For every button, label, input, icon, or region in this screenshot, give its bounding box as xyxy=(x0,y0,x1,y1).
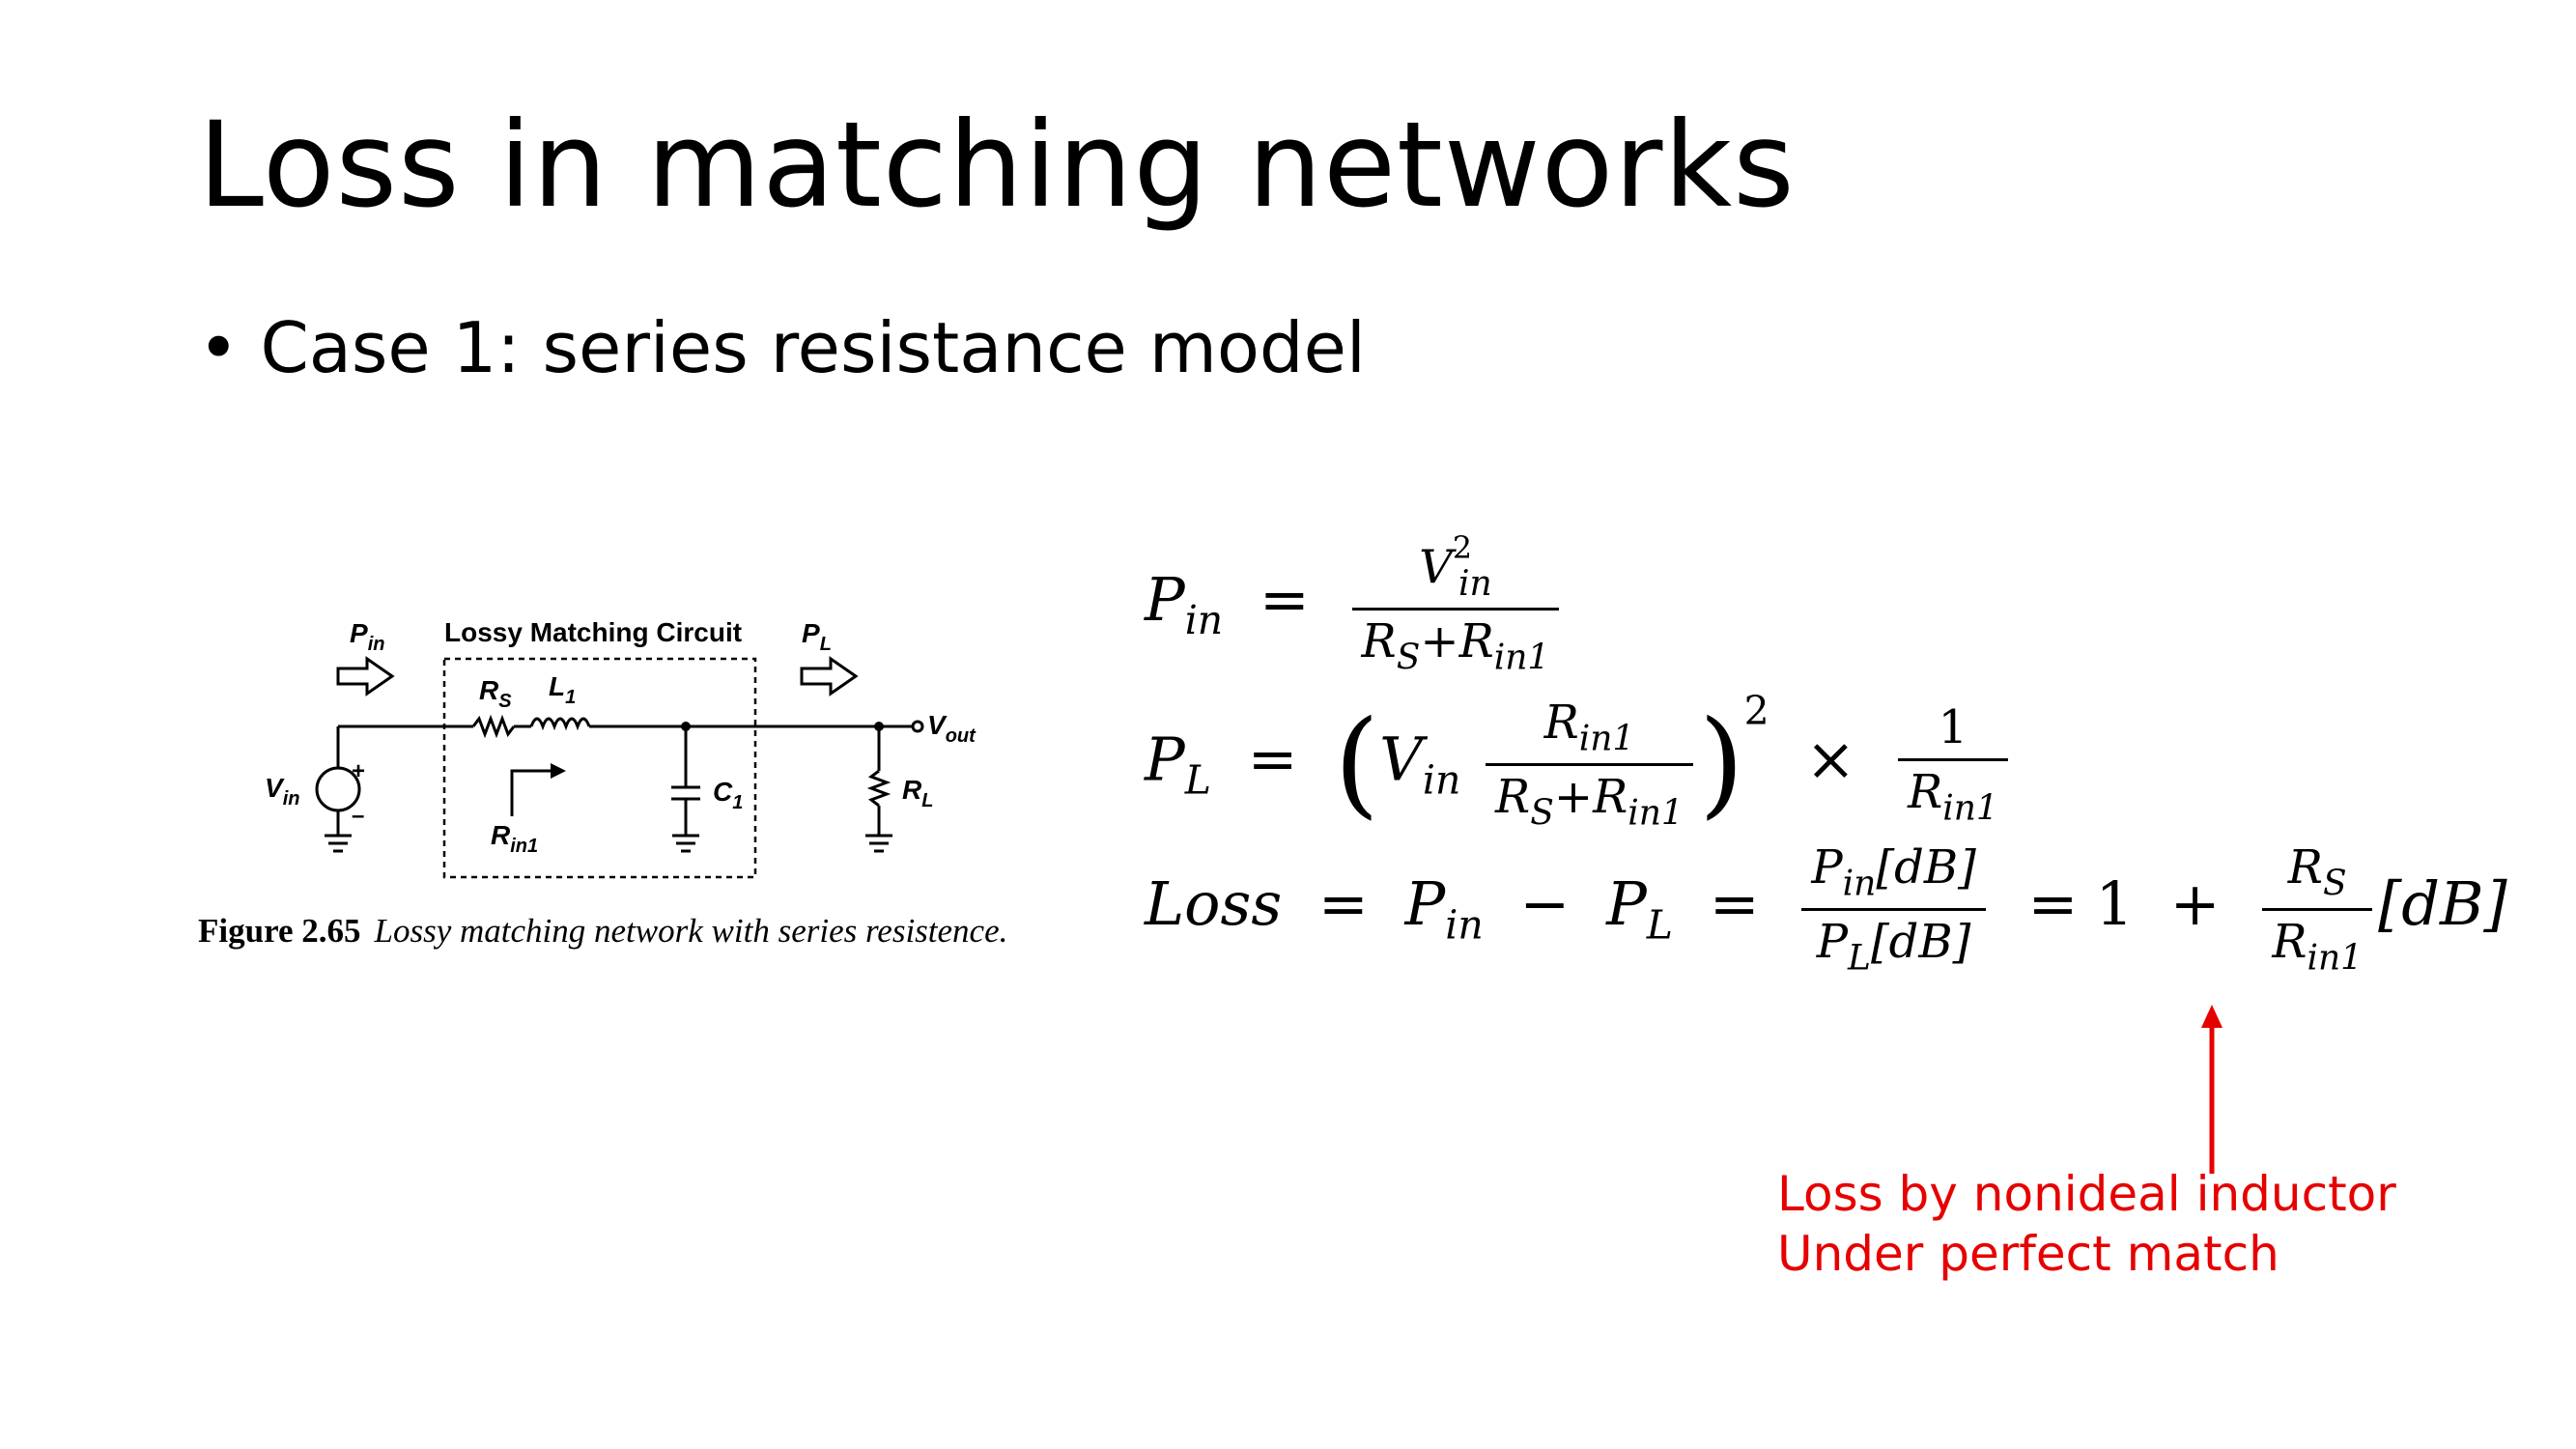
resistor-rl xyxy=(866,769,892,808)
label-pin: Pin xyxy=(350,618,384,655)
figure-caption: Figure 2.65 Lossy matching network with s… xyxy=(198,912,1007,951)
bullet-item: •Case 1: series resistance model xyxy=(198,307,1366,388)
circuit-diagram: Pin Lossy Matching Circuit PL RS L1 Vout… xyxy=(265,617,977,879)
bullet-text: Case 1: series resistance model xyxy=(260,307,1366,388)
resistor-rs xyxy=(471,714,516,739)
annotation-line-2: Under perfect match xyxy=(1777,1226,2279,1282)
label-plus: + xyxy=(352,758,365,784)
label-minus: – xyxy=(352,803,364,829)
label-pl: PL xyxy=(802,618,832,655)
label-l1: L1 xyxy=(549,671,576,708)
label-rin1: Rin1 xyxy=(491,820,538,857)
label-vout: Vout xyxy=(927,710,977,747)
matching-box xyxy=(442,657,757,879)
label-rl: RL xyxy=(902,775,933,811)
pin-arrow-icon xyxy=(336,656,395,696)
equation-loss: Loss = Pin − PL = Pin[dB] PL[dB] =1 + RS… xyxy=(1145,840,2507,979)
caption-number: Figure 2.65 xyxy=(198,912,361,950)
pl-arrow-icon xyxy=(800,656,859,696)
label-box-title: Lossy Matching Circuit xyxy=(444,617,742,647)
equation-pl: PL = (Vin Rin1 RS+Rin1 )2 × 1 Rin1 xyxy=(1145,688,2014,833)
inductor-l1 xyxy=(529,717,591,731)
label-rs: RS xyxy=(479,675,512,712)
label-c1: C1 xyxy=(713,777,743,813)
bullet-dot: • xyxy=(198,307,240,388)
label-vin: Vin xyxy=(265,773,299,810)
annotation-line-1: Loss by nonideal inductor xyxy=(1777,1166,2396,1222)
slide-title: Loss in matching networks xyxy=(198,97,1796,234)
rin1-arrow xyxy=(510,769,551,816)
caption-text: Lossy matching network with series resis… xyxy=(374,912,1008,950)
equation-pin: Pin = V2in RS+Rin1 xyxy=(1145,531,1565,678)
annotation-arrow-icon xyxy=(2201,1005,2222,1174)
annotation-text: Loss by nonideal inductor Under perfect … xyxy=(1777,1164,2396,1284)
